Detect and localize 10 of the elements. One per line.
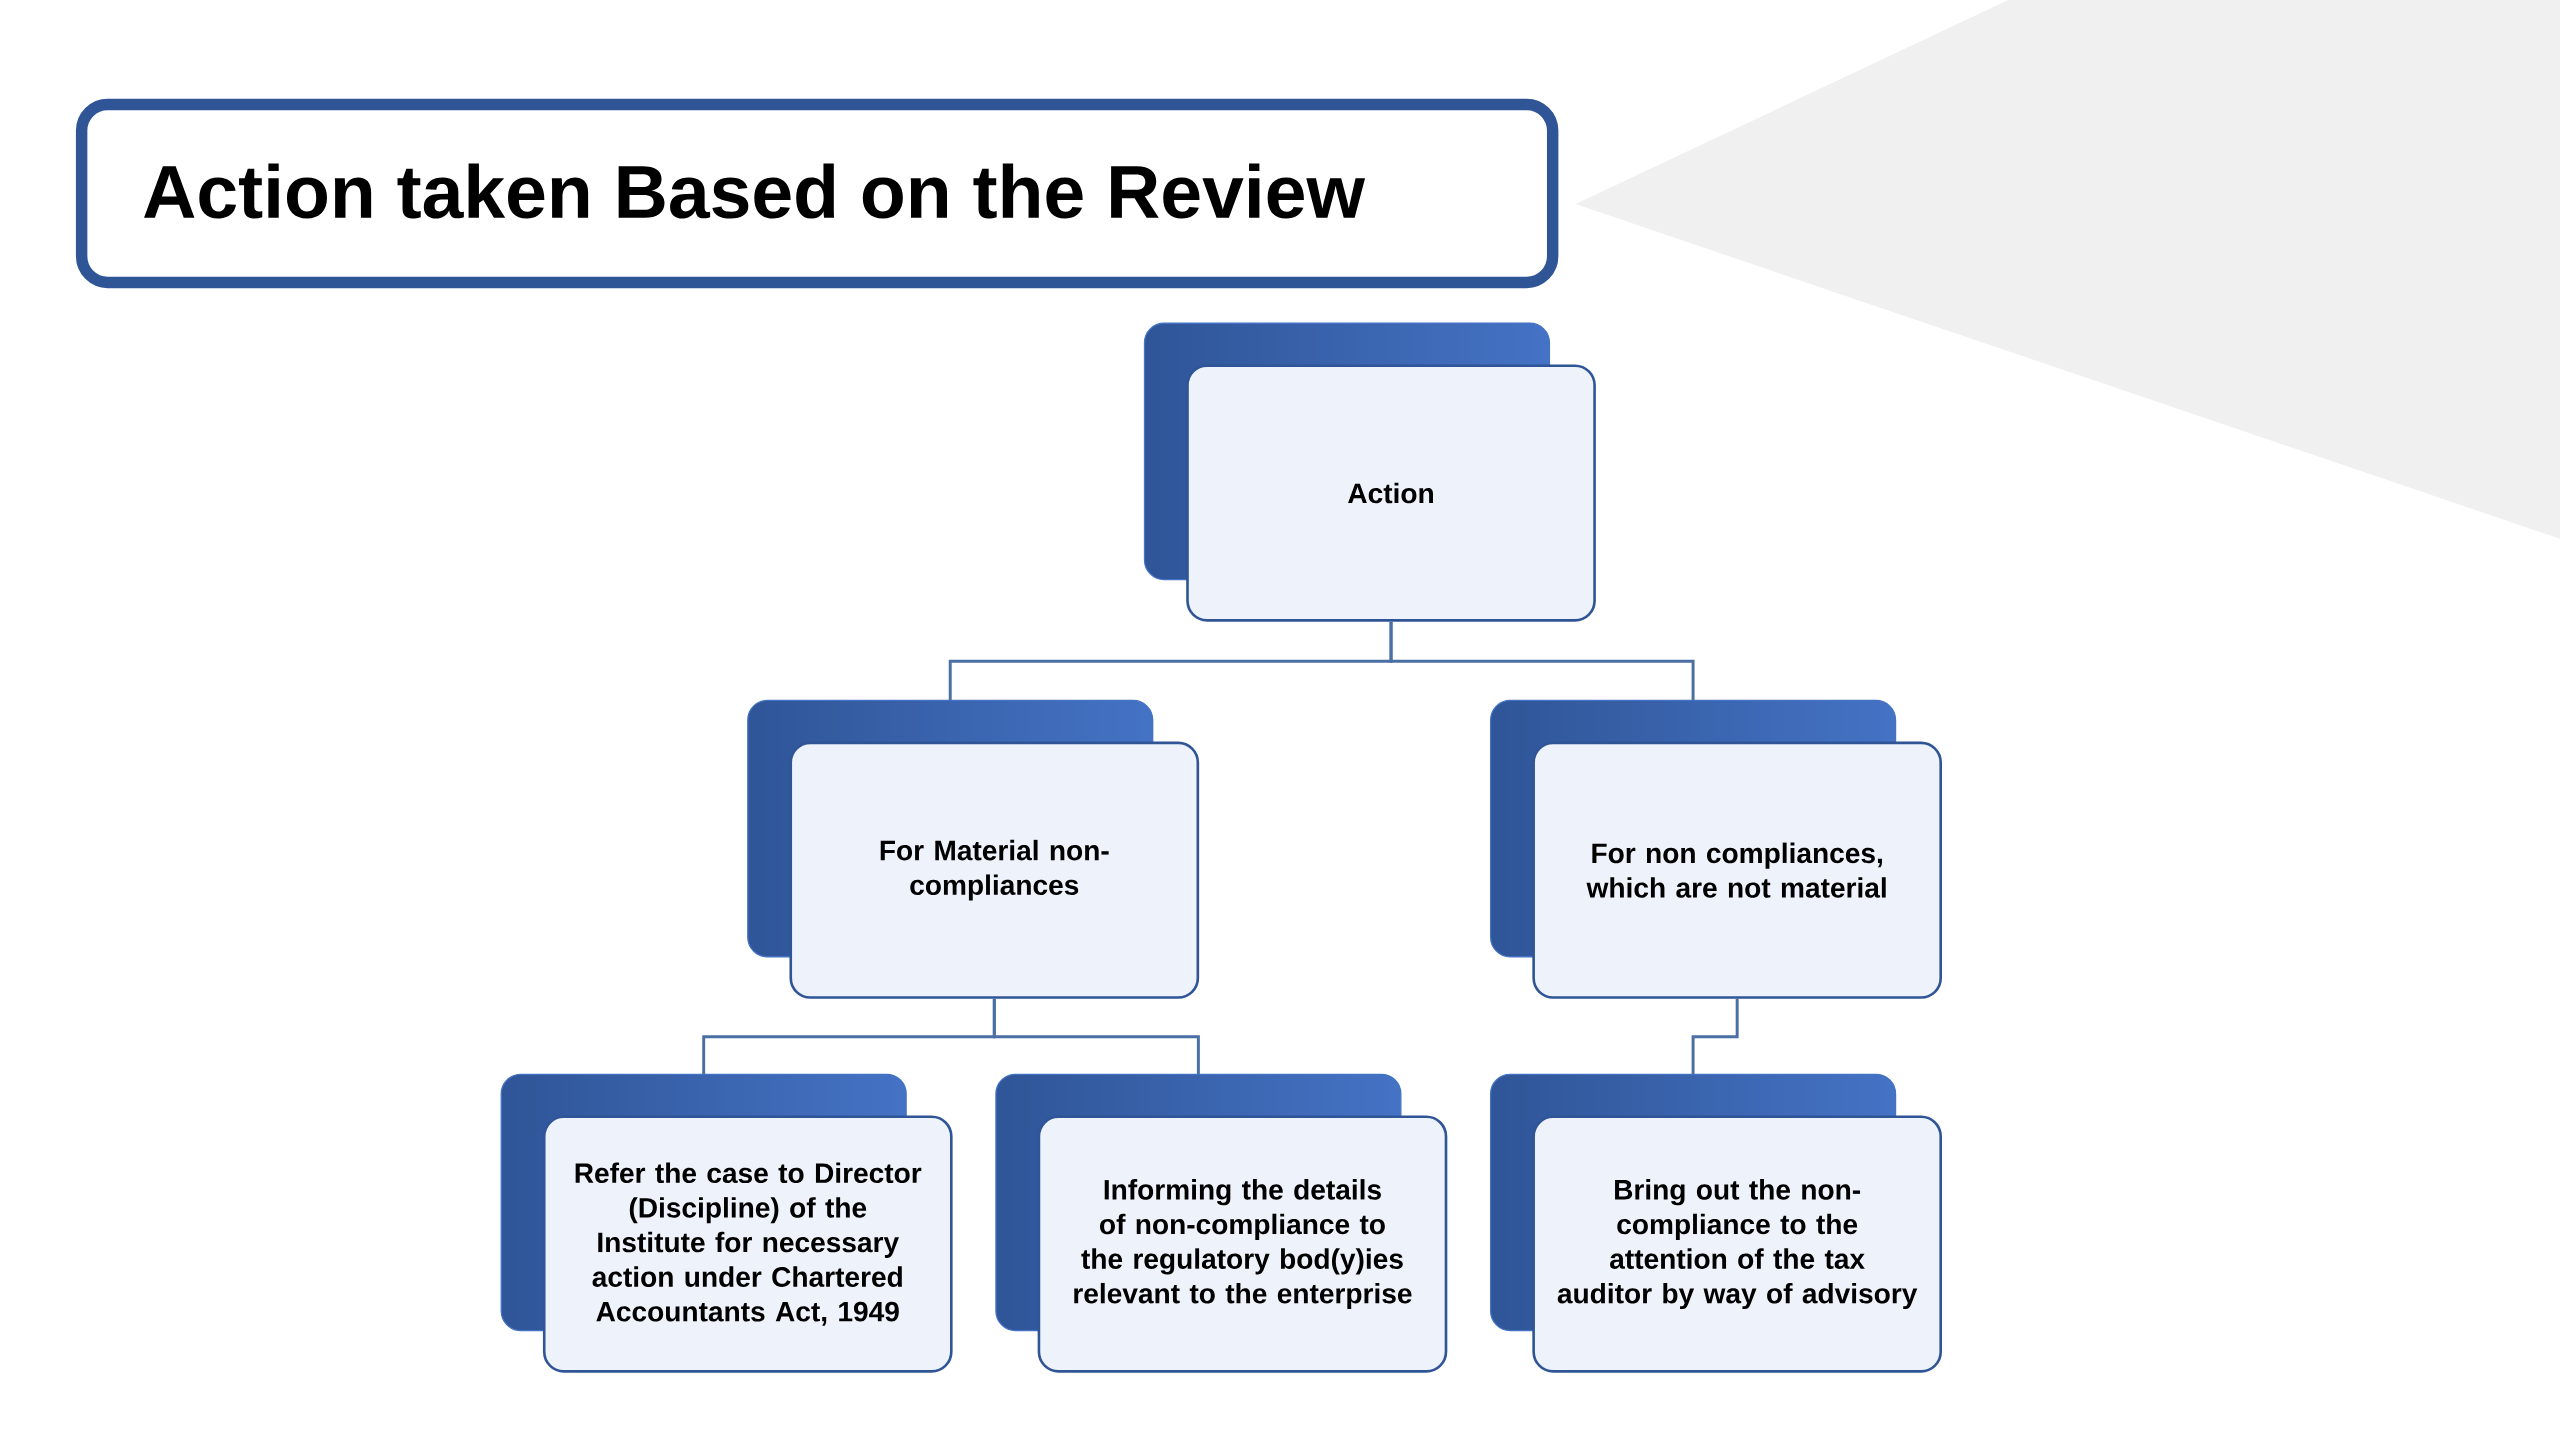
process-box: Informing the details of non-compliance to the regulatory bod(y)ies relevant to the enterprise: [995, 1073, 1448, 1373]
process-box: For non compliances, which are not material: [1489, 699, 1942, 999]
process-box: For Material non-compliances: [747, 699, 1200, 999]
process-box: Bring out the non-compliance to the attention of the tax auditor by way of advisory: [1489, 1073, 1942, 1373]
connector-line: [992, 998, 1200, 1075]
process-box: Action: [1143, 322, 1596, 622]
title-banner: Action taken Based on the Review: [75, 98, 1559, 289]
process-box: Refer the case to Director (Discipline) of the Institute for necessary action under Chartered Accountants Act, 1949: [500, 1073, 953, 1373]
connector-line: [1389, 621, 1695, 701]
connector-line: [1691, 998, 1739, 1075]
